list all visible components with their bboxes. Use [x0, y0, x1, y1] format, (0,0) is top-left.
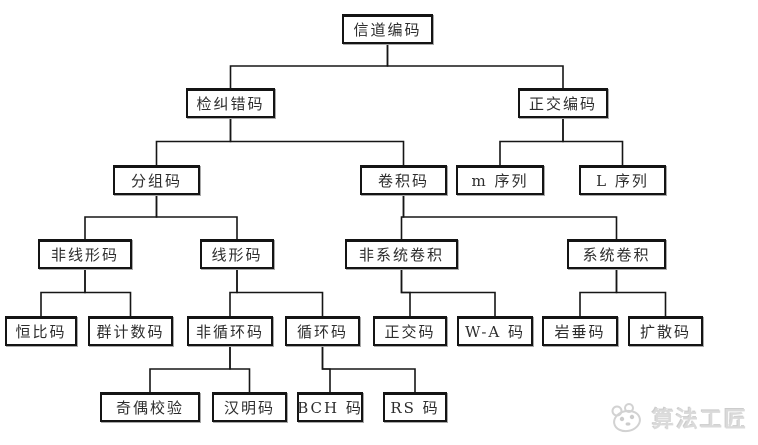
- diagram-node-noncyclic-code: 非循环码: [187, 316, 273, 346]
- edge-nonlinear-code-to-constant-ratio-code: [40, 269, 86, 316]
- edge-channel-coding-to-error-detect-correct: [229, 44, 389, 88]
- edge-systematic-conv-to-iwadare-code: [579, 269, 618, 316]
- diagram-node-nonsystematic-conv: 非系统卷积: [345, 239, 458, 269]
- diagram-node-parity-check: 奇偶校验: [100, 392, 200, 422]
- diagram-node-linear-code: 线形码: [200, 239, 274, 269]
- diagram-node-cyclic-code: 循环码: [285, 316, 360, 346]
- edge-systematic-conv-to-diffusion-code: [615, 269, 667, 316]
- diagram-node-diffusion-code: 扩散码: [628, 316, 703, 346]
- edge-error-detect-correct-to-convolutional-code: [229, 118, 405, 165]
- edge-cyclic-code-to-rs-code: [321, 346, 416, 392]
- diagram-node-orthogonal-coding: 正交编码: [518, 88, 608, 118]
- edge-convolutional-code-to-systematic-conv: [402, 195, 618, 239]
- diagram-node-block-code: 分组码: [113, 165, 200, 195]
- diagram-node-iwadare-code: 岩垂码: [542, 316, 618, 346]
- diagram-node-hamming-code: 汉明码: [212, 392, 287, 422]
- diagram-node-convolutional-code: 卷积码: [360, 165, 447, 195]
- panda-mascot-icon: [611, 403, 641, 433]
- edge-noncyclic-code-to-hamming-code: [229, 346, 251, 392]
- diagram-node-l-sequence: L 序列: [579, 165, 666, 195]
- diagram-node-systematic-conv: 系统卷积: [567, 239, 666, 269]
- diagram-node-orthogonal-code: 正交码: [373, 316, 447, 346]
- watermark-text: 算法工匠: [651, 408, 748, 433]
- diagram-node-bch-code: BCH 码: [297, 392, 363, 422]
- diagram-node-group-count-code: 群计数码: [88, 316, 173, 346]
- diagram-node-m-sequence: m 序列: [456, 165, 544, 195]
- edge-orthogonal-coding-to-l-sequence: [562, 118, 624, 165]
- edge-nonlinear-code-to-group-count-code: [84, 269, 132, 316]
- diagram-node-error-detect-correct: 检纠错码: [186, 88, 275, 118]
- edge-error-detect-correct-to-block-code: [155, 118, 232, 165]
- watermark-logo: 算法工匠: [607, 402, 748, 434]
- edge-nonsystematic-conv-to-wa-code: [400, 269, 496, 316]
- edge-noncyclic-code-to-parity-check: [149, 346, 231, 392]
- edge-linear-code-to-cyclic-code: [236, 269, 324, 316]
- edge-channel-coding-to-orthogonal-coding: [386, 44, 564, 88]
- diagram-node-constant-ratio-code: 恒比码: [5, 316, 77, 346]
- diagram-node-nonlinear-code: 非线形码: [38, 239, 132, 269]
- diagram-node-wa-code: W-A 码: [457, 316, 533, 346]
- diagram-node-rs-code: RS 码: [383, 392, 447, 422]
- edge-orthogonal-coding-to-m-sequence: [499, 118, 564, 165]
- edge-block-code-to-nonlinear-code: [84, 195, 158, 239]
- diagram-node-channel-coding: 信道编码: [342, 14, 433, 44]
- edge-linear-code-to-noncyclic-code: [229, 269, 238, 316]
- edge-block-code-to-linear-code: [155, 195, 238, 239]
